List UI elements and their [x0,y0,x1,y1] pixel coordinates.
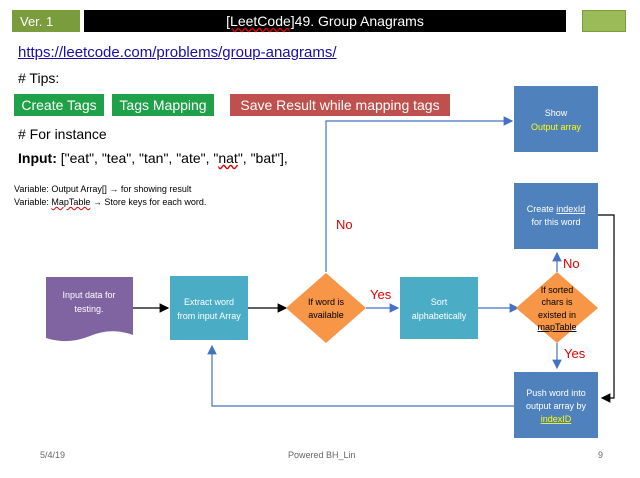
create-node-text-2: for this word [531,217,580,227]
var2-word: MapTable [51,197,91,207]
footer-credit: Powered BH_Lin [288,450,356,460]
edge-decision1-show [325,116,514,272]
create-node-text-1: Create indexId [527,204,586,214]
extract-node-text-1: Extract word [184,297,234,307]
tag-tags-mapping: Tags Mapping [112,94,214,116]
decision2-text-4: mapTable [537,322,576,332]
show-output-node [514,86,598,152]
create-indexid-node [514,183,598,249]
decision2-text-2: chars is [541,297,573,307]
input-node [46,277,133,342]
extract-node [170,276,248,340]
header-decor-box [582,10,626,32]
show-node-text-2: Output array [531,122,582,132]
var2-prefix: Variable: [14,197,52,207]
push-word-node [514,372,598,438]
extract-node-text-2: from input Array [177,311,241,321]
label-yes-1: Yes [370,287,392,302]
input-text-nat: nat [218,150,238,166]
label-no-2: No [563,256,580,271]
problem-link[interactable]: https://leetcode.com/problems/group-anag… [18,44,337,61]
var2-rest: → Store keys for each word. [90,197,207,207]
version-badge: Ver. 1 [12,10,80,32]
decision2-text-3: existed in [538,310,576,320]
tag-save-result: Save Result while mapping tags [230,94,450,116]
input-label: Input: [18,150,57,166]
instance-heading: # For instance [18,126,107,142]
input-example: Input: ["eat", "tea", "tan", "ate", "nat… [18,150,288,166]
slide-title: [LeetCode] 49. Group Anagrams [84,10,566,32]
title-prefix: [LeetCode] [226,13,295,29]
create-node-word: indexId [556,204,585,214]
push-node-text-3: indexID [541,414,572,424]
show-node-text-1: Show [545,108,568,118]
title-suffix: 49. Group Anagrams [294,13,424,29]
decision-in-maptable [516,272,598,343]
input-node-text-1: Input data for [62,290,115,300]
label-no-1: No [336,217,353,232]
variable-output-array: Variable: Output Array[] → for showing r… [14,184,192,194]
sort-node [400,277,478,339]
sort-node-text-1: Sort [431,297,448,307]
footer-date: 5/4/19 [40,450,66,460]
footer-page-number: 9 [598,450,604,460]
tips-heading: # Tips: [18,70,60,86]
create-node-prefix: Create [527,204,557,214]
decision1-text-1: If word is [308,297,345,307]
version-text: Ver. 1 [20,13,54,29]
label-yes-2: Yes [564,346,586,361]
decision1-text-2: available [308,310,344,320]
decision2-text-1: If sorted [541,285,574,295]
decision-word-available [286,273,366,343]
sort-node-text-2: alphabetically [412,311,467,321]
edge-create-push [598,214,615,403]
edge-push-extract [207,344,514,407]
push-node-text-1: Push word into [526,388,586,398]
tag-create-tags: Create Tags [14,94,104,116]
input-text-1: ["eat", "tea", "tan", "ate", " [56,150,219,166]
input-text-2: ", "bat"], [237,150,288,166]
push-node-text-2: output array by [526,401,587,411]
variable-maptable: Variable: MapTable → Store keys for each… [14,197,206,207]
input-node-text-2: testing. [74,304,103,314]
